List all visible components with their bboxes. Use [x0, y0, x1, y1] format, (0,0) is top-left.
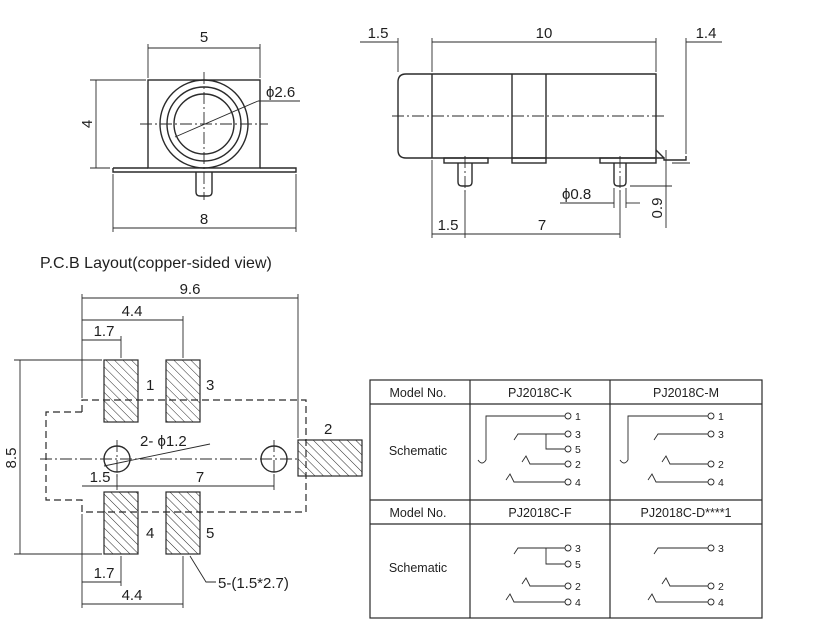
m-pin-4: 4: [718, 477, 724, 489]
front-width-top-label: 5: [200, 29, 208, 46]
k-pin-1: 1: [575, 411, 581, 423]
k-pin-2: 2: [575, 459, 581, 471]
table-header-model-1: Model No.: [390, 386, 447, 400]
front-pin: [195, 172, 213, 197]
front-width-bottom-label: 8: [200, 211, 208, 228]
pcb-layout-title: P.C.B Layout(copper-sided view): [40, 255, 272, 272]
side-base-left: [443, 157, 489, 164]
pcb-height-label: 8.5: [3, 448, 20, 469]
model-pj2018c-m: PJ2018C-M: [653, 386, 719, 400]
pad-4: [103, 491, 139, 555]
k-pin-4: 4: [575, 477, 581, 489]
pad-pitch-label: 4.4: [122, 303, 143, 320]
table-schematic-label-2: Schematic: [389, 561, 447, 575]
m-pin-3: 3: [718, 429, 724, 441]
side-bottom-left-label: 1.5: [438, 217, 459, 234]
front-view: ϕ2.6 5 4 8: [79, 29, 300, 232]
pad-number-3: 3: [206, 377, 214, 394]
schematic-pj2018c-m: 1 3 2 4: [619, 411, 724, 489]
k-pin-5: 5: [575, 444, 581, 456]
pad-number-1: 1: [146, 377, 154, 394]
k-pin-3: 3: [575, 429, 581, 441]
hole-size-label: 2- ϕ1.2: [140, 433, 187, 450]
model-pj2018c-k: PJ2018C-K: [508, 386, 573, 400]
table-schematic-label-1: Schematic: [389, 444, 447, 458]
f-pin-2: 2: [575, 581, 581, 593]
side-bottom-main-label: 7: [538, 217, 546, 234]
hole-dia-leader: [174, 100, 259, 138]
m-pin-2: 2: [718, 459, 724, 471]
pad-1: [103, 359, 139, 423]
side-base-mid: [511, 157, 547, 164]
f-pin-4: 4: [575, 597, 581, 609]
pad-pitch-bottom-label: 4.4: [122, 587, 143, 604]
hole-offset-label: 1.5: [90, 469, 111, 486]
pin-height-label: 0.9: [649, 198, 666, 219]
pad-number-2: 2: [324, 421, 332, 438]
f-pin-3: 3: [575, 543, 581, 555]
model-table: Model No. PJ2018C-K PJ2018C-M Schematic …: [369, 379, 763, 619]
pin-dia-label: ϕ0.8: [562, 186, 591, 203]
schematic-pj2018c-f: 3 5 2 4: [505, 543, 581, 609]
table-header-model-2: Model No.: [390, 506, 447, 520]
front-height-label: 4: [79, 120, 96, 128]
schematic-pj2018c-k: 1 3 5 2 4: [477, 411, 581, 489]
schematic-pj2018c-d: 3 2 4: [647, 543, 724, 609]
d-pin-2: 2: [718, 581, 724, 593]
side-right-dim-label: 1.4: [696, 25, 717, 42]
pad-offset-label: 1.7: [94, 323, 115, 340]
pad-size-label: 5-(1.5*2.7): [218, 575, 289, 592]
front-base-plate: [112, 167, 297, 173]
pcb-outline: [45, 399, 307, 513]
side-body: [397, 73, 687, 161]
f-pin-5: 5: [575, 559, 581, 571]
model-pj2018c-d: PJ2018C-D****1: [640, 506, 731, 520]
pad-offset-bottom-label: 1.7: [94, 565, 115, 582]
d-pin-3: 3: [718, 543, 724, 555]
pad-number-5: 5: [206, 525, 214, 542]
pcb-width-label: 9.6: [180, 281, 201, 298]
side-length-label: 10: [536, 25, 553, 42]
pcb-layout: P.C.B Layout(copper-sided view) 1 3 2 4 …: [3, 255, 363, 608]
hole-dia-label: ϕ2.6: [266, 84, 295, 101]
pad-3: [165, 359, 201, 423]
pad-2: [297, 439, 363, 477]
side-base-right: [599, 157, 657, 164]
pad-5: [165, 491, 201, 555]
pad-number-4: 4: [146, 525, 154, 542]
pad-size-leader: [189, 555, 216, 583]
model-pj2018c-f: PJ2018C-F: [508, 506, 572, 520]
hole-pitch-label: 7: [196, 469, 204, 486]
side-left-dim-label: 1.5: [368, 25, 389, 42]
side-view: 1.5 10 1.4 ϕ0.8 0.9 1.5 7: [360, 25, 722, 238]
d-pin-4: 4: [718, 597, 724, 609]
m-pin-1: 1: [718, 411, 724, 423]
